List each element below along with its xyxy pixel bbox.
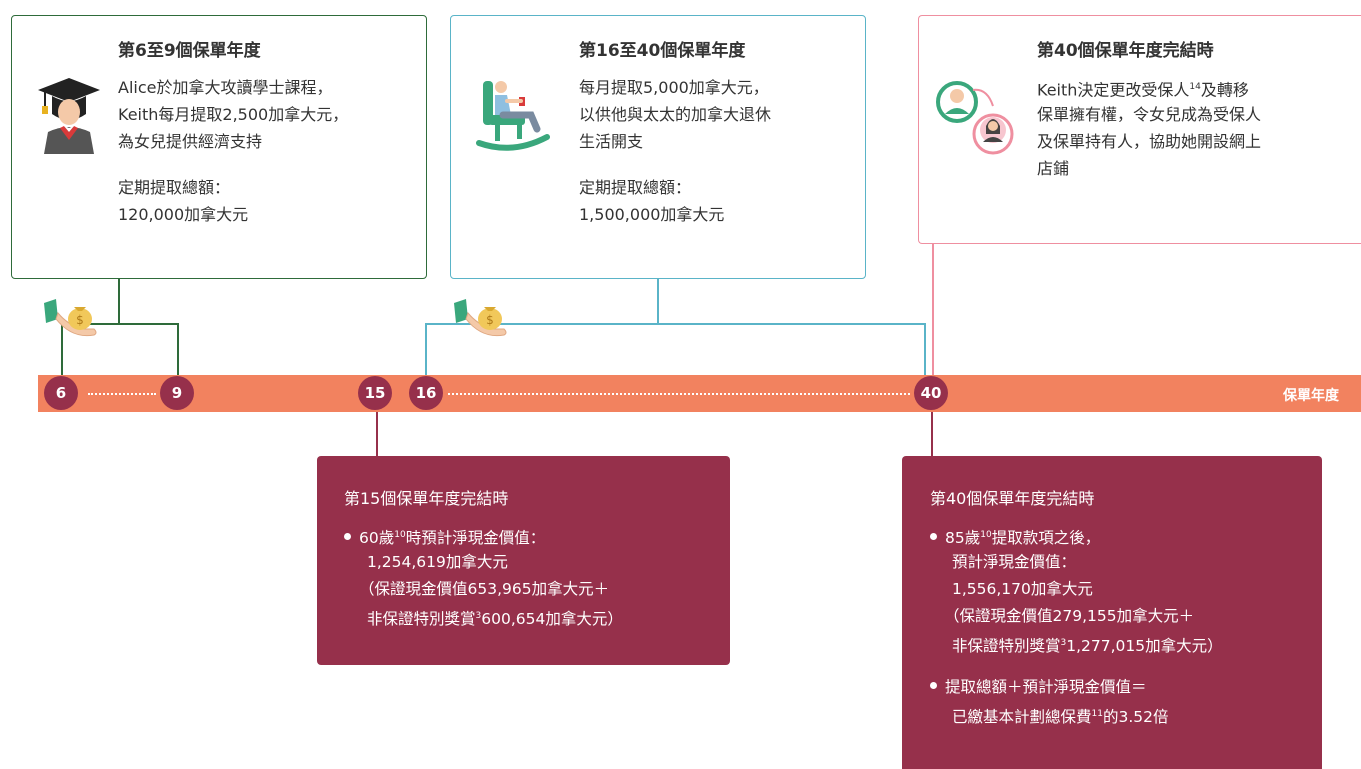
connector-line — [118, 279, 120, 323]
cash-value-breakdown: （保證現金價值653,965加拿大元＋ — [359, 580, 610, 598]
box-description-line: 為女兒提供經濟支持 — [118, 132, 263, 151]
connector-line — [61, 323, 178, 325]
cash-value-breakdown: 非保證特別獎賞31,277,015加拿大元） — [952, 637, 1223, 656]
year-marker-16: 16 — [409, 376, 443, 410]
cash-value-box-year-15: 第15個保單年度完結時 60歲10時預計淨現金價值： 1,254,619加拿大元… — [317, 456, 730, 665]
year-marker-6: 6 — [44, 376, 78, 410]
ownership-transfer-icon — [936, 81, 1014, 155]
bullet-line-continued: 預計淨現金價值： — [952, 553, 1077, 571]
bullet-line: 85歲10提取款項之後， — [930, 522, 1100, 551]
withdrawal-total-label: 定期提取總額： — [118, 178, 231, 197]
box-title: 第15個保單年度完結時 — [344, 489, 509, 508]
svg-text:$: $ — [76, 313, 84, 327]
connector-line — [425, 323, 925, 325]
bullet-dot — [930, 533, 937, 541]
withdrawal-total-value: 1,500,000加拿大元 — [579, 205, 725, 224]
bullet-dot — [344, 533, 351, 541]
box-description-line: Keith每月提取2,500加拿大元， — [118, 105, 349, 124]
bullet-line: 60歲10時預計淨現金價值： — [344, 522, 545, 551]
connector-line — [924, 323, 926, 378]
cash-value-box-year-40: 第40個保單年度完結時 85歲10提取款項之後， 預計淨現金價值： 1,556,… — [902, 456, 1322, 769]
bullet-dot — [930, 682, 937, 689]
year-marker-9: 9 — [160, 376, 194, 410]
timeline-dotted-segment — [448, 393, 910, 395]
year-marker-15: 15 — [358, 376, 392, 410]
graduate-icon — [38, 78, 100, 154]
box-title: 第40個保單年度完結時 — [1037, 41, 1214, 61]
connector-line — [931, 410, 933, 456]
connector-line — [61, 323, 63, 378]
money-bag-hand-icon: $ — [454, 299, 507, 337]
bullet-line: 提取總額＋預計淨現金價值＝ — [930, 674, 1147, 700]
cash-value-breakdown: 非保證特別獎賞3600,654加拿大元） — [367, 610, 623, 629]
box-title: 第16至40個保單年度 — [579, 41, 746, 61]
money-bag-hand-icon: $ — [44, 299, 97, 337]
box-title: 第40個保單年度完結時 — [930, 489, 1095, 508]
milestone-box-end-of-year-40-transfer: 第40個保單年度完結時 Keith決定更改受保人14及轉移 保單擁有權，令女兒成… — [918, 15, 1361, 244]
rocking-chair-icon — [476, 81, 550, 151]
timeline-dotted-segment — [88, 393, 156, 395]
box-description-line: 以供他與太太的加拿大退休 — [579, 105, 772, 124]
withdrawal-total-label: 定期提取總額： — [579, 178, 692, 197]
box-description-line: 生活開支 — [579, 132, 644, 151]
connector-line — [376, 410, 378, 456]
box-description-line: 每月提取5,000加拿大元， — [579, 78, 769, 97]
cash-value-amount: 1,254,619加拿大元 — [367, 553, 508, 571]
box-description-line: 店鋪 — [1037, 159, 1070, 178]
year-marker-40: 40 — [914, 376, 948, 410]
withdrawal-total-value: 120,000加拿大元 — [118, 205, 249, 224]
box-description-line: Alice於加拿大攻讀學士課程， — [118, 78, 333, 97]
cash-value-breakdown: （保證現金價值279,155加拿大元＋ — [944, 607, 1195, 625]
box-description-line: Keith決定更改受保人14及轉移 — [1037, 80, 1249, 100]
bullet-line-continued: 已繳基本計劃總保費11的3.52倍 — [952, 708, 1169, 727]
cash-value-amount: 1,556,170加拿大元 — [952, 580, 1093, 598]
box-description-line: 及保單持有人，協助她開設網上 — [1037, 132, 1262, 151]
milestone-box-years-16-40: 第16至40個保單年度 每月提取5,000加拿大元， 以供他與太太的加拿大退休 … — [450, 15, 866, 279]
connector-line — [657, 279, 659, 323]
svg-text:$: $ — [486, 313, 494, 327]
connector-line — [932, 244, 934, 378]
milestone-box-years-6-9: 第6至9個保單年度 Alice於加拿大攻讀學士課程， Keith每月提取2,50… — [11, 15, 427, 279]
box-description-line: 保單擁有權，令女兒成為受保人 — [1037, 105, 1262, 124]
connector-line — [177, 323, 179, 378]
connector-line — [425, 323, 427, 378]
timeline-axis-label: 保單年度 — [1283, 388, 1339, 404]
box-title: 第6至9個保單年度 — [118, 41, 261, 61]
